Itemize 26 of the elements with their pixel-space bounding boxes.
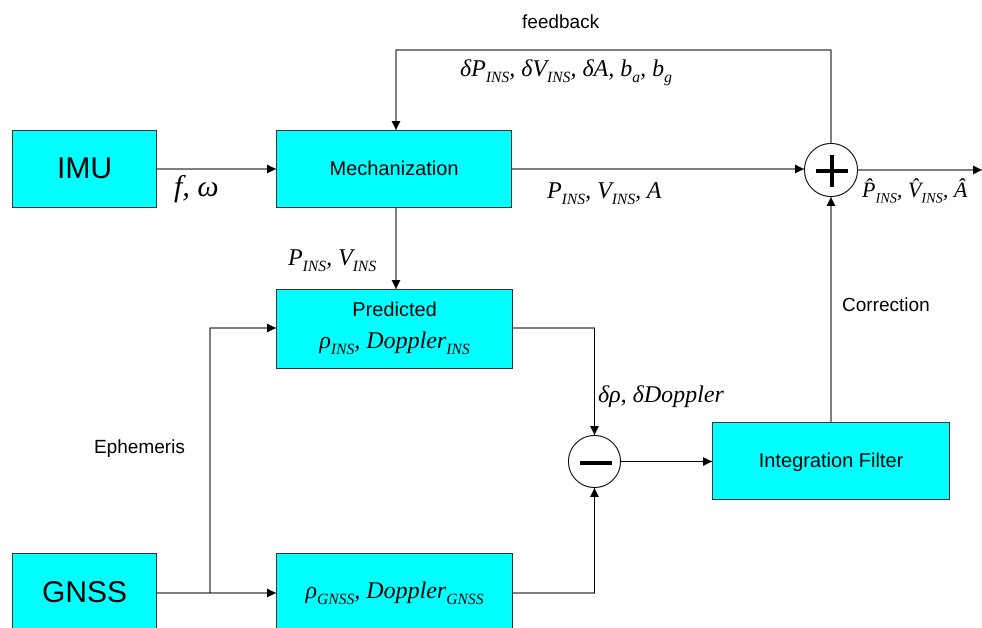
measurement-box (276, 553, 513, 628)
node-label: GNSS (42, 576, 128, 610)
arrow (156, 164, 276, 174)
arrow (858, 166, 982, 174)
formula-text: ρ$_{GNSS}$, Doppler$_{GNSS}$ (305, 578, 484, 608)
arrow (512, 164, 804, 174)
junction-circle (568, 435, 621, 488)
node-label: IMU (57, 152, 112, 186)
edge-label: δρ, δDoppler (596, 382, 726, 408)
node-label: Predicted (352, 299, 437, 322)
arrow (392, 208, 400, 290)
arrow (512, 488, 599, 594)
node-label: Mechanization (330, 158, 458, 180)
process-box (276, 130, 512, 208)
filter-box (712, 422, 950, 500)
edge-label: δP$_{INS}$, δV$_{INS}$, δA, b$_{a}$, b$_{g}$ (458, 56, 674, 86)
gnss-box (12, 553, 157, 628)
arrow (392, 50, 832, 144)
arrow (512, 328, 599, 436)
arrow (826, 196, 836, 422)
formula-text: ρ$_{INS}$, Doppler$_{INS}$ (319, 328, 470, 359)
node-label: Integration Filter (758, 450, 904, 472)
junction-circle (804, 143, 858, 197)
imu-box (12, 130, 157, 208)
process-box (276, 289, 513, 369)
arrow (620, 457, 712, 466)
